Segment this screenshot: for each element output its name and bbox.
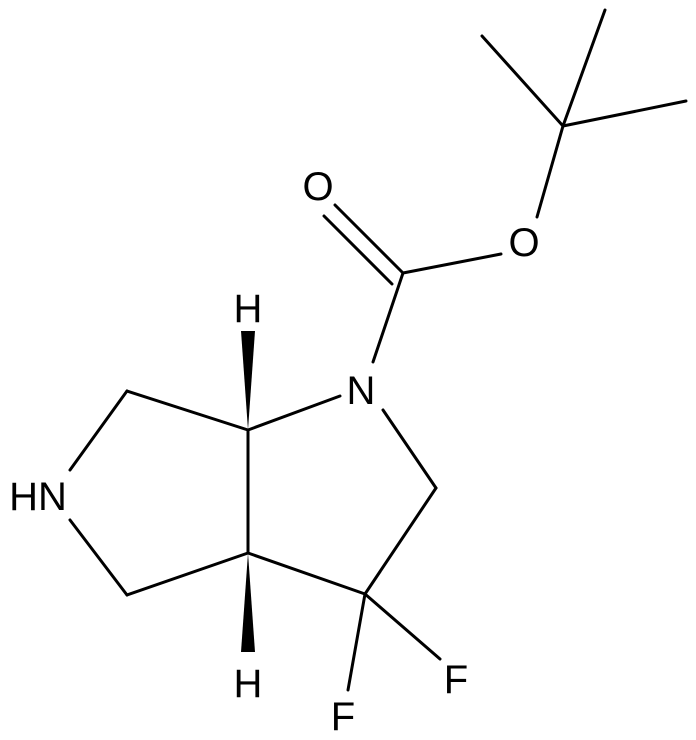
bond-c7-nh xyxy=(68,389,129,472)
atom-nh: HN xyxy=(9,475,67,519)
bond-carbonyl-c-n xyxy=(371,271,405,364)
atom-o-ester: O xyxy=(508,221,539,265)
bond-c-o-double-2 xyxy=(322,214,394,286)
bond-tbu-c-methyl-right xyxy=(561,99,688,128)
atom-h-top: H xyxy=(234,287,263,331)
atom-n-ring: N xyxy=(347,369,376,413)
bond-tbu-c-methyl-left xyxy=(480,34,565,128)
wedge-bond-h-bottom xyxy=(241,553,255,652)
bond-c2-c3 xyxy=(363,486,438,596)
bond-c7a-c7 xyxy=(125,389,250,432)
bond-tbu-c-o xyxy=(535,124,565,219)
bond-tbu-c-methyl-top xyxy=(561,8,607,128)
bond-c3-f-right xyxy=(363,592,442,661)
atom-h-bottom: H xyxy=(234,662,263,706)
bond-c5-c3a xyxy=(125,551,250,597)
atom-f-bottom: F xyxy=(331,695,355,739)
atom-o-carbonyl: O xyxy=(302,165,333,209)
bond-c3-f-bottom xyxy=(346,592,367,692)
wedge-bond-h-top xyxy=(241,331,255,430)
bond-c-o-double-1 xyxy=(333,203,405,275)
bond-c3-c3a xyxy=(246,551,367,596)
bond-n-c7a xyxy=(246,394,342,432)
bond-n-c2 xyxy=(381,408,438,490)
bond-o-carbonyl-c xyxy=(401,252,503,275)
atom-f-right: F xyxy=(444,658,468,702)
bond-nh-c5 xyxy=(68,518,129,597)
